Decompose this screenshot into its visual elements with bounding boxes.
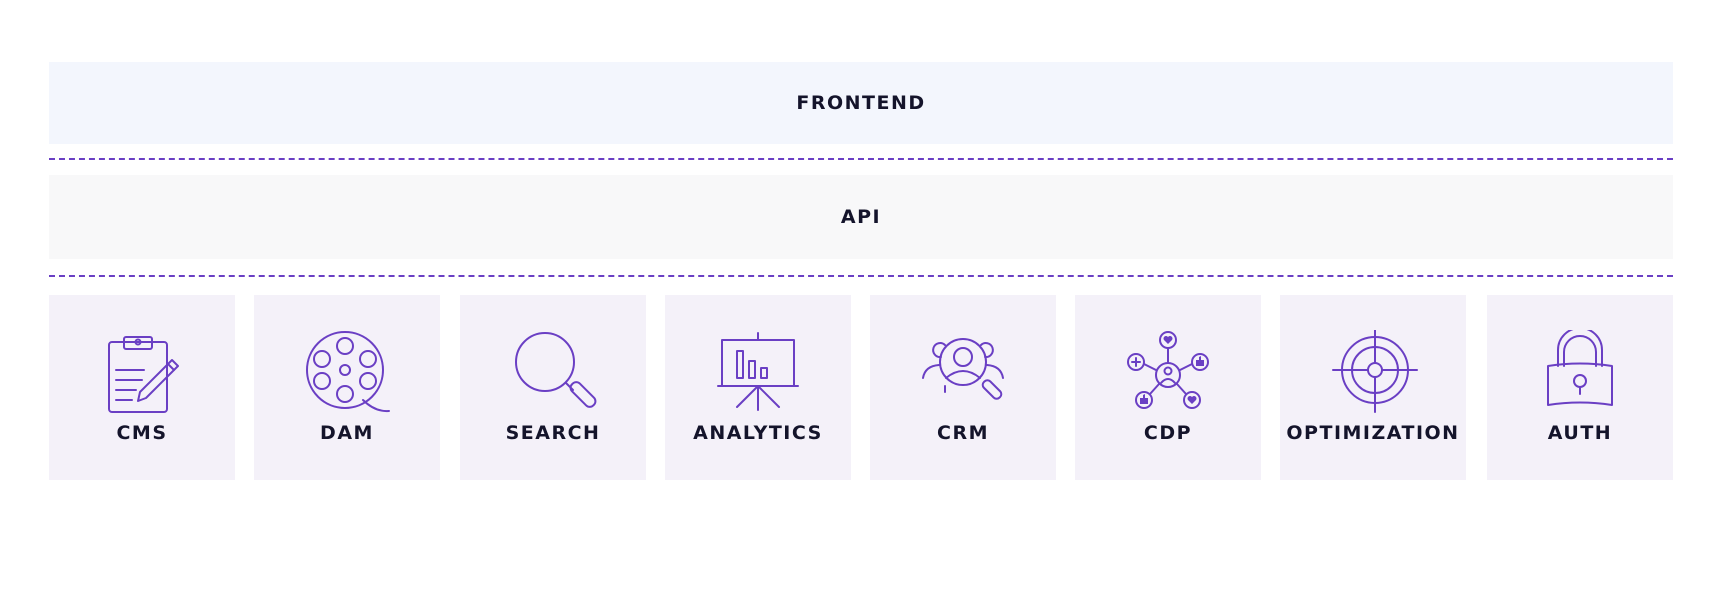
- clipboard-pencil-icon: [96, 330, 188, 422]
- layer-divider-bottom: [49, 275, 1673, 277]
- service-label: SEARCH: [505, 422, 601, 444]
- service-label: AUTH: [1547, 422, 1613, 444]
- api-label: API: [840, 206, 882, 228]
- user-search-icon: [917, 330, 1009, 422]
- api-layer: API: [49, 175, 1673, 259]
- frontend-layer: FRONTEND: [49, 62, 1673, 144]
- presentation-chart-icon: [712, 330, 804, 422]
- service-tile-search: SEARCH: [460, 295, 646, 480]
- service-label: ANALYTICS: [693, 422, 823, 444]
- service-tile-optimization: OPTIMIZATION: [1280, 295, 1466, 480]
- service-tile-analytics: ANALYTICS: [665, 295, 851, 480]
- service-tile-auth: AUTH: [1487, 295, 1673, 480]
- layer-divider-top: [49, 158, 1673, 160]
- film-reel-icon: [301, 330, 393, 422]
- padlock-icon: [1534, 330, 1626, 422]
- network-hub-icon: [1122, 330, 1214, 422]
- service-label: DAM: [320, 422, 374, 444]
- service-label: OPTIMIZATION: [1286, 422, 1460, 444]
- service-label: CDP: [1143, 422, 1193, 444]
- service-tile-dam: DAM: [254, 295, 440, 480]
- service-label: CRM: [937, 422, 989, 444]
- service-tile-crm: CRM: [870, 295, 1056, 480]
- frontend-label: FRONTEND: [796, 92, 926, 114]
- service-tile-cms: CMS: [49, 295, 235, 480]
- service-label: CMS: [116, 422, 168, 444]
- service-tile-cdp: CDP: [1075, 295, 1261, 480]
- magnifier-icon: [507, 330, 599, 422]
- crosshair-target-icon: [1327, 330, 1419, 422]
